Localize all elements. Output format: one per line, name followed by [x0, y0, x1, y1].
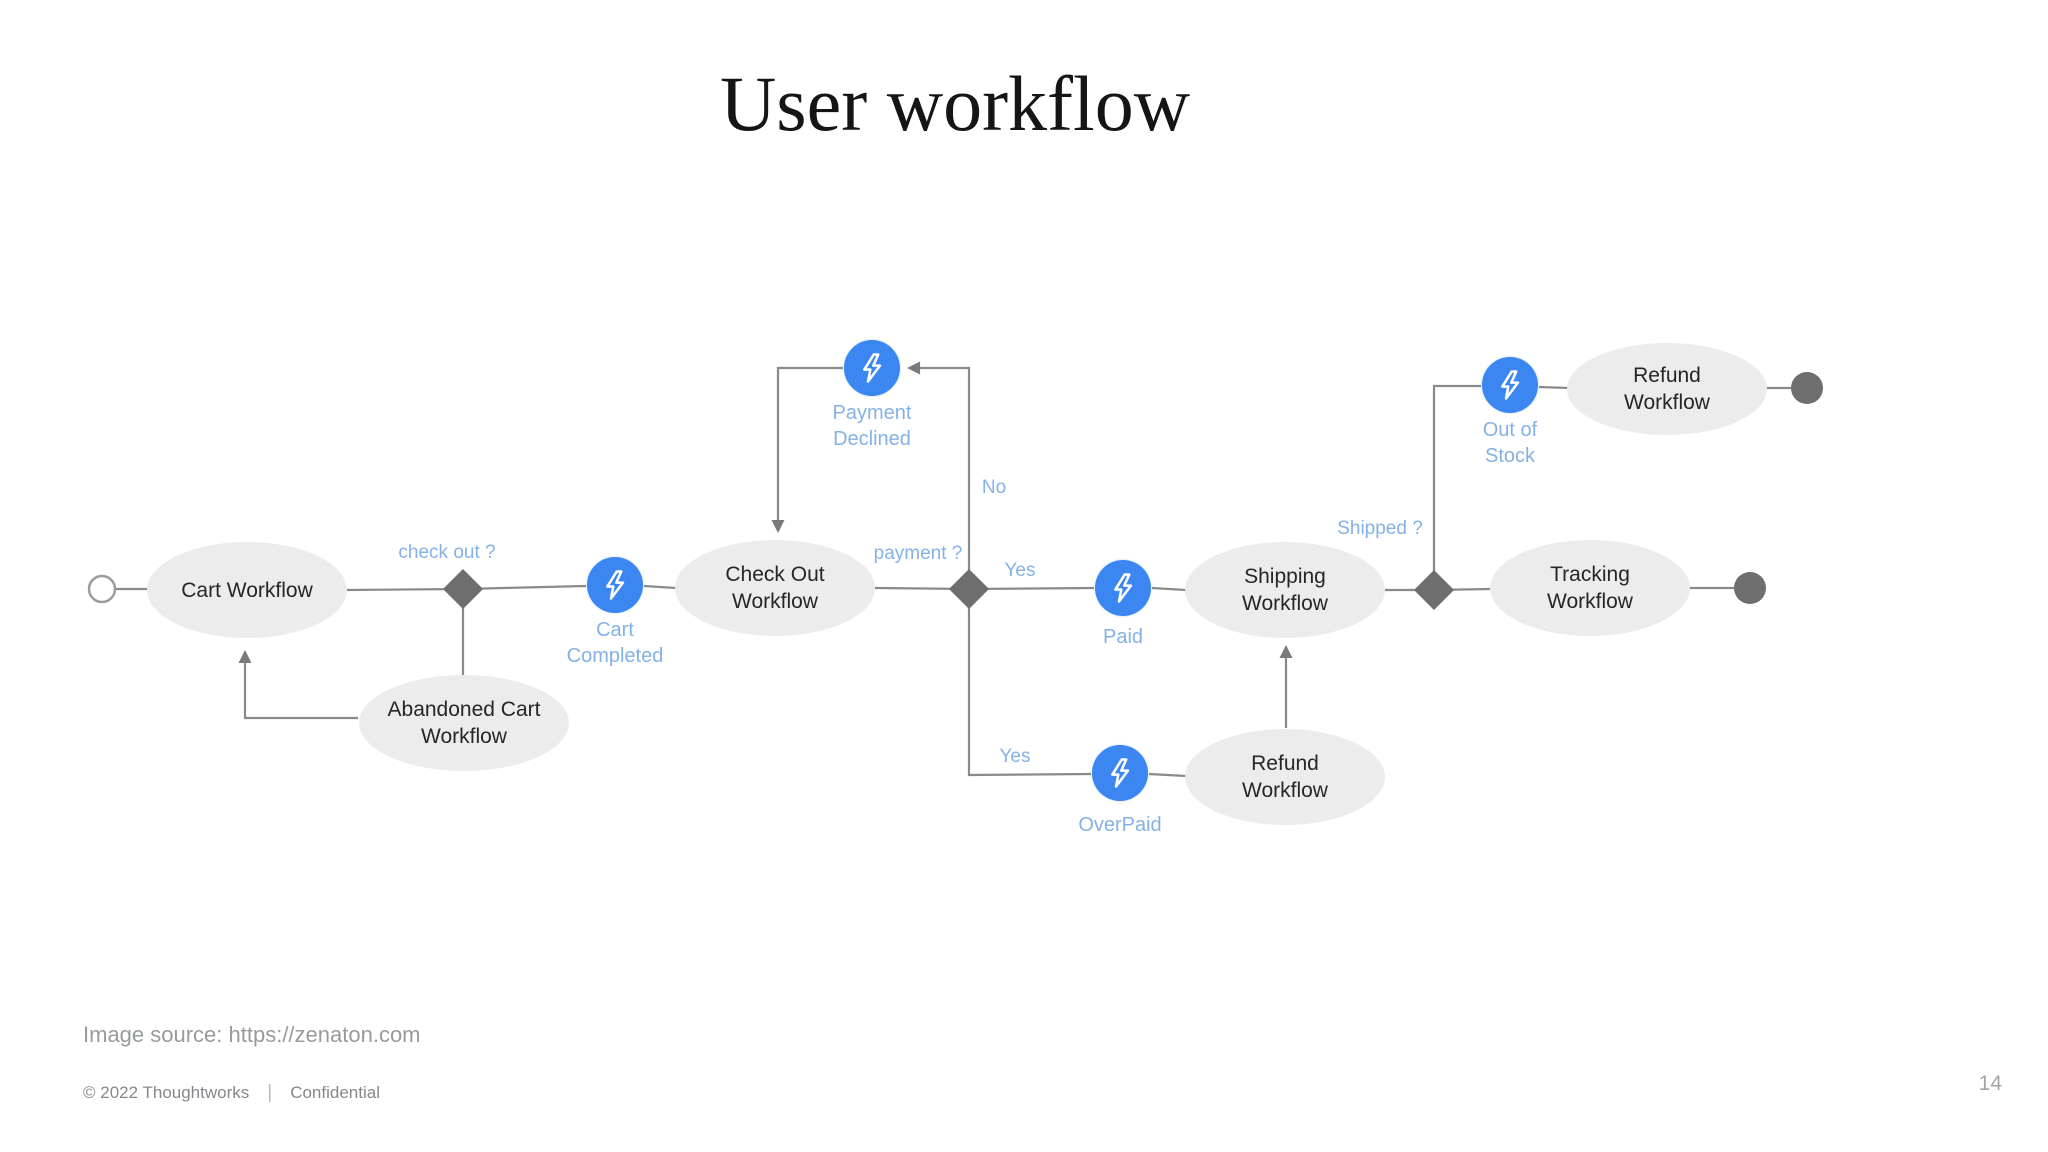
- node-refund-workflow-bottom: Refund Workflow: [1185, 729, 1385, 825]
- edge-no-to-payment-declined: [907, 361, 971, 589]
- edge-payment-decision-to-paid: [968, 586, 1095, 591]
- branch-label-no: No: [981, 477, 1007, 498]
- event-label-paid: Paid: [1102, 626, 1144, 648]
- edge-abandoned-to-cart: [238, 650, 358, 720]
- edge-out-of-stock-to-refund-top: [1538, 385, 1569, 390]
- branch-label-yes-overpaid: Yes: [999, 746, 1031, 767]
- node-abandoned-cart-workflow: Abandoned Cart Workflow: [359, 675, 569, 771]
- event-paid: [1095, 560, 1151, 616]
- edge-shipped-decision-to-out-of-stock: [1432, 384, 1481, 590]
- edge-cart-completed-to-checkout: [643, 584, 677, 590]
- node-label: Cart Workflow: [181, 578, 313, 602]
- node-label: Shipping Workflow: [1242, 565, 1328, 615]
- lightning-bolt-icon: [606, 570, 625, 600]
- event-label-out-of-stock: Out of Stock: [1482, 419, 1538, 467]
- decision-shipped-diamond: [1414, 570, 1454, 610]
- edge-checkout-decision-to-cart-completed: [462, 584, 587, 591]
- branch-label-yes-paid: Yes: [1004, 560, 1036, 581]
- node-label: Tracking Workflow: [1547, 563, 1633, 613]
- node-label: Abandoned Cart Workflow: [387, 698, 541, 748]
- event-out-of-stock: [1482, 357, 1538, 413]
- condition-payment: payment ?: [873, 543, 963, 564]
- event-payment-declined: [844, 340, 900, 396]
- edge-payment-declined-to-checkout: [771, 366, 843, 533]
- confidential-label: Confidential: [290, 1083, 380, 1102]
- node-label: Check Out Workflow: [725, 563, 825, 613]
- edge-payment-decision-to-overpaid: [967, 589, 1092, 777]
- node-label: Refund Workflow: [1624, 364, 1710, 414]
- end-terminal-refund: [1791, 372, 1823, 404]
- footer-legal: © 2022 Thoughtworks | Confidential: [83, 1082, 380, 1104]
- node-check-out-workflow: Check Out Workflow: [675, 540, 875, 636]
- condition-check-out: check out ?: [398, 542, 496, 563]
- edge-paid-to-shipping: [1151, 586, 1187, 592]
- edge-overpaid-to-refund-bottom: [1148, 772, 1187, 778]
- lightning-bolt-icon: [863, 353, 882, 383]
- node-label: Refund Workflow: [1242, 752, 1328, 802]
- lightning-bolt-icon: [1114, 573, 1133, 603]
- event-label-cart-completed: Cart Completed: [566, 619, 664, 667]
- event-label-payment-declined: Payment Declined: [832, 402, 912, 450]
- end-terminal-tracking: [1734, 572, 1766, 604]
- decision-payment-diamond: [949, 569, 989, 609]
- image-source-caption: Image source: https://zenaton.com: [83, 1022, 421, 1047]
- start-terminal: [87, 574, 117, 604]
- footer-divider: |: [267, 1082, 273, 1103]
- node-cart-workflow: Cart Workflow: [147, 542, 347, 638]
- event-overpaid: [1092, 745, 1148, 801]
- node-shipping-workflow: Shipping Workflow: [1185, 542, 1385, 638]
- event-cart-completed: [587, 557, 643, 613]
- node-tracking-workflow: Tracking Workflow: [1490, 540, 1690, 636]
- node-refund-workflow-top: Refund Workflow: [1567, 343, 1767, 435]
- page-title: User workflow: [719, 60, 1191, 147]
- event-label-overpaid: OverPaid: [1078, 814, 1162, 836]
- condition-shipped: Shipped ?: [1337, 518, 1423, 539]
- lightning-bolt-icon: [1501, 370, 1520, 400]
- copyright-text: © 2022 Thoughtworks: [83, 1083, 250, 1102]
- page-number: 14: [1978, 1072, 2002, 1095]
- decision-check-out-diamond: [443, 569, 483, 609]
- lightning-bolt-icon: [1111, 758, 1130, 788]
